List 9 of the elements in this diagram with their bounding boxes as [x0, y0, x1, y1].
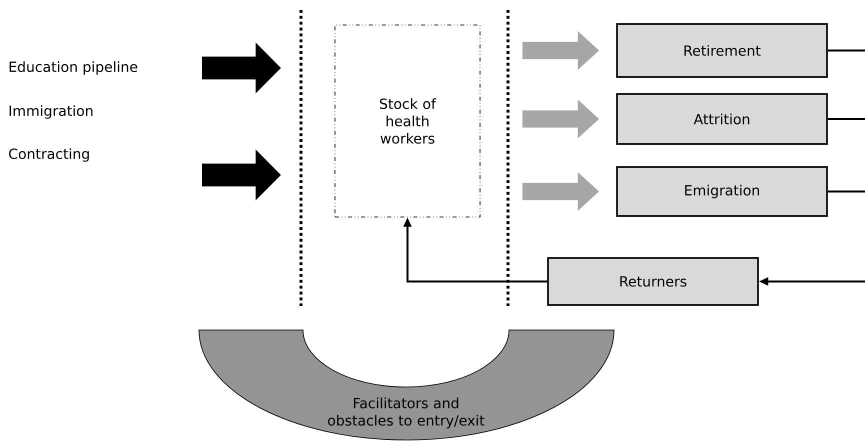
inflow-label: Education pipeline [10, 61, 138, 75]
facilitators-arc: Facilitators and obstacles to entry/exit [198, 330, 614, 440]
outcome-box: Returners [547, 257, 759, 306]
inflow-label: Contracting [9, 148, 89, 162]
stock-box: Stock of health workers [334, 24, 480, 218]
outcome-box: Emigration [616, 166, 828, 217]
inflow-label: Immigration [10, 105, 92, 119]
outcome-box: Attrition [616, 93, 828, 145]
outcome-box: Retirement [616, 23, 828, 78]
